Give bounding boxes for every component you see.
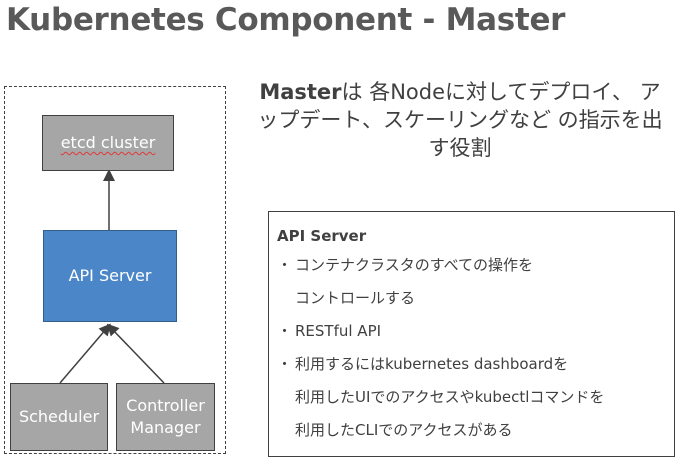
controller-manager-label: Controller Manager — [126, 395, 205, 438]
master-word: Master — [259, 80, 342, 104]
bullet-1: ・ — [277, 256, 293, 274]
description-line-1: Masterは — [259, 80, 362, 104]
info-item-1-line-2: コントロールする — [295, 289, 416, 307]
info-item-3-line-2: 利用したUIでのアクセスやkubectlコマンドを — [295, 388, 605, 406]
api-server-label: API Server — [68, 266, 152, 286]
bullet-3: ・ — [277, 355, 293, 373]
description-line-4: の指示を出す役割 — [428, 108, 663, 160]
scheduler-box: Scheduler — [10, 383, 108, 451]
info-item-2-line-1: ・RESTful API — [277, 322, 382, 340]
description-line-2: 各Nodeに対してデプロイ、 — [369, 80, 633, 104]
etcd-label: etcd cluster — [60, 133, 156, 153]
arrow-controller-to-api — [106, 323, 165, 384]
controller-manager-line-1: Controller — [126, 396, 205, 416]
api-server-box: API Server — [43, 230, 177, 322]
info-item-3-line-3: 利用したCLIでのアクセスがある — [295, 421, 513, 439]
master-description: Masterは 各Nodeに対してデプロイ、 アップデート、スケーリングなど の… — [250, 78, 670, 162]
info-item-1-line-1: ・コンテナクラスタのすべての操作を — [277, 256, 534, 274]
api-server-info-box: API Server ・コンテナクラスタのすべての操作を コントロールする ・R… — [268, 211, 675, 457]
controller-manager-line-2: Manager — [130, 418, 201, 437]
info-heading: API Server — [277, 227, 367, 245]
controller-manager-box: Controller Manager — [116, 383, 215, 451]
page-title: Kubernetes Component - Master — [6, 2, 566, 38]
etcd-cluster-label: etcd cluster — [61, 132, 156, 154]
description-line-1-suffix: は — [341, 80, 363, 104]
info-item-3-line-1: ・利用するにはkubernetes dashboardを — [277, 355, 569, 373]
bullet-2: ・ — [277, 322, 293, 340]
description-line-3: アップデート、スケーリングなど — [257, 80, 661, 132]
scheduler-label: Scheduler — [18, 407, 100, 427]
master-node-frame — [4, 86, 226, 454]
arrow-scheduler-to-api — [59, 323, 111, 384]
etcd-cluster-box: etcd cluster — [42, 115, 174, 171]
